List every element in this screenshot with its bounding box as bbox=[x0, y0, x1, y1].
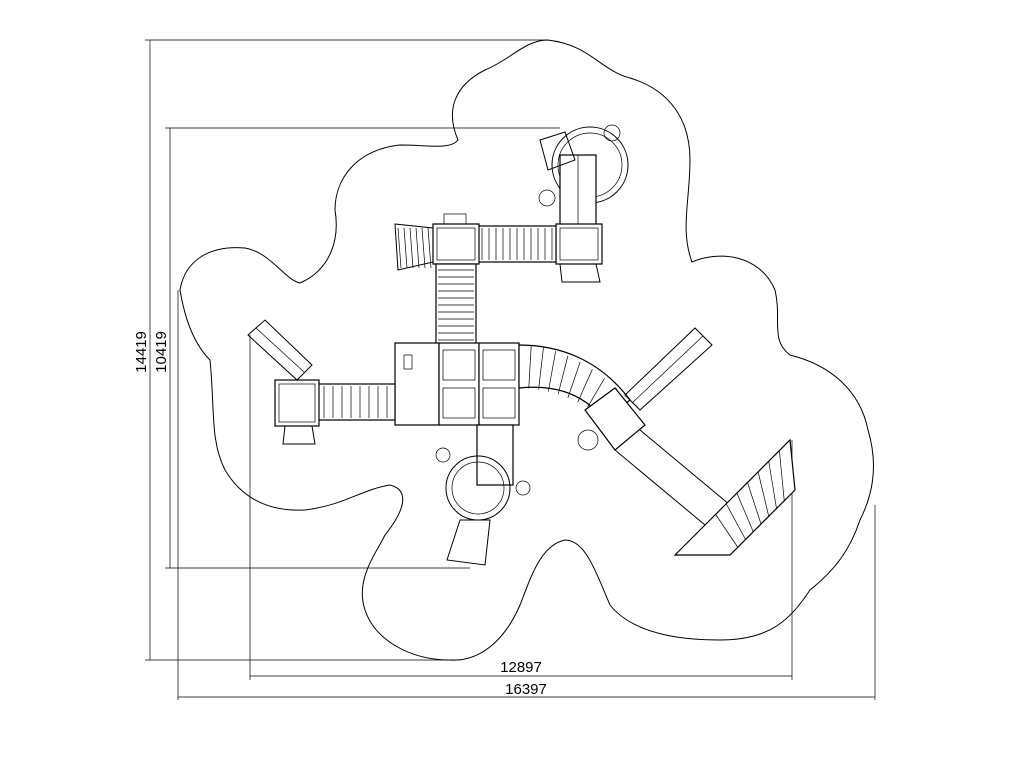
right-deck-slide bbox=[577, 327, 713, 451]
ramp-step bbox=[779, 450, 785, 501]
net-strand bbox=[397, 227, 402, 269]
ramp-step bbox=[715, 514, 739, 548]
ramp-step bbox=[768, 461, 777, 509]
top-spiral-slide bbox=[538, 124, 629, 226]
tube-ring bbox=[577, 369, 593, 403]
net-strand bbox=[415, 227, 420, 269]
dimension-inner-width: 12897 bbox=[500, 659, 542, 676]
vertical-bridge bbox=[435, 263, 477, 345]
dimension-lines bbox=[145, 39, 876, 700]
dimension-overall-width: 16397 bbox=[505, 681, 547, 698]
tube-ring bbox=[547, 351, 557, 392]
ramp-step bbox=[736, 492, 754, 532]
tube-ring bbox=[528, 345, 532, 389]
dimension-inner-height: 10419 bbox=[153, 331, 170, 373]
left-bridge bbox=[317, 383, 396, 421]
net-strand bbox=[409, 227, 414, 269]
central-decks bbox=[394, 342, 520, 426]
net-strand bbox=[403, 227, 408, 269]
tube-ring bbox=[557, 355, 569, 395]
net-strand bbox=[427, 227, 432, 269]
tube-ring bbox=[587, 378, 605, 408]
ramp-step bbox=[725, 503, 746, 540]
tube-ring bbox=[538, 347, 544, 390]
top-bridge bbox=[475, 225, 557, 263]
chain-ramp bbox=[614, 429, 796, 556]
dimension-overall-height: 14419 bbox=[133, 331, 150, 373]
left-deck-slide bbox=[247, 319, 320, 445]
ramp-step bbox=[747, 482, 762, 525]
bottom-spiral-slide bbox=[435, 424, 531, 566]
tube-ring bbox=[567, 361, 581, 398]
top-right-deck bbox=[555, 223, 603, 283]
top-left-deck bbox=[394, 213, 480, 271]
ramp-step bbox=[757, 471, 770, 517]
net-strand bbox=[421, 227, 426, 269]
